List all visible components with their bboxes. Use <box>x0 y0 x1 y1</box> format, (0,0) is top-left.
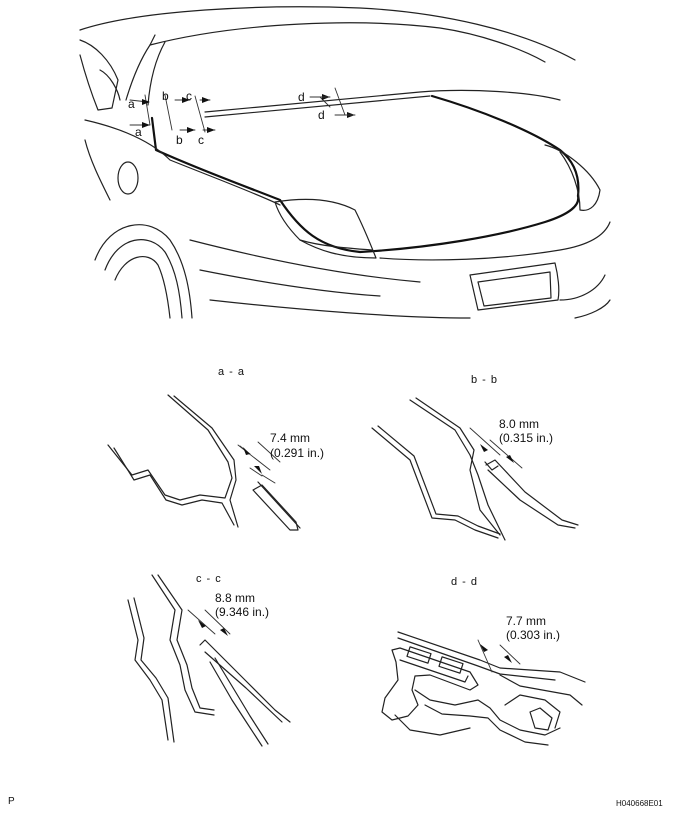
section-d-d-title: d - d <box>451 576 479 588</box>
callout-b-lower: b <box>176 133 183 147</box>
section-a-a-inches: (0.291 in.) <box>270 446 325 460</box>
callout-d-upper: d <box>298 90 305 104</box>
section-d-d-inches: (0.303 in.) <box>506 628 561 642</box>
callout-a-lower: a <box>135 125 142 139</box>
callout-d-lower: d <box>318 108 325 122</box>
section-a-a-title: a - a <box>218 366 246 378</box>
section-c-c-inches: (9.346 in.) <box>215 605 270 619</box>
callout-c-upper: c <box>186 89 192 103</box>
section-b-b-measure: 8.0 mm <box>499 417 540 431</box>
section-a-a-measure: 7.4 mm <box>270 431 311 445</box>
callout-c-lower: c <box>198 133 204 147</box>
section-d-d-measure: 7.7 mm <box>506 614 547 628</box>
section-b-b-inches: (0.315 in.) <box>499 431 554 445</box>
callout-b-upper: b <box>162 89 169 103</box>
page-mark: P <box>8 796 15 807</box>
section-b-b-title: b - b <box>471 374 499 386</box>
section-c-c-title: c - c <box>196 573 222 585</box>
callout-a-upper: a <box>128 97 135 111</box>
figure-code: H040668E01 <box>616 799 663 808</box>
section-c-c-measure: 8.8 mm <box>215 591 256 605</box>
